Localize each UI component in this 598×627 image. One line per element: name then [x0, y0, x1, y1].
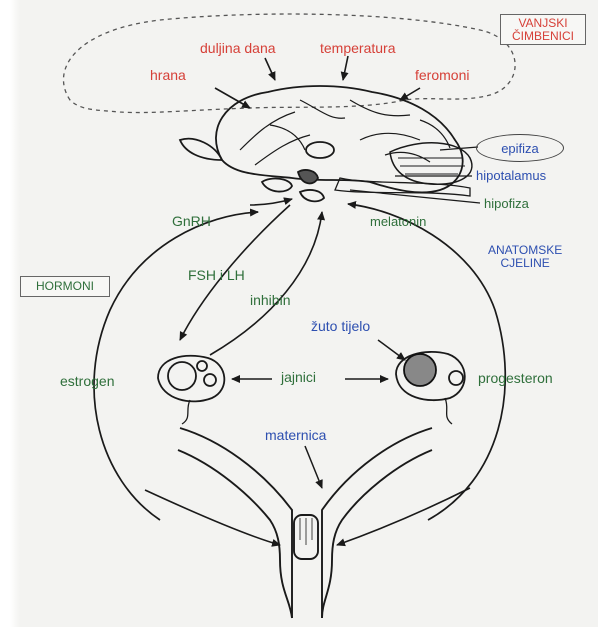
arrow-maternica: [305, 446, 322, 488]
arrow-inhibin: [210, 212, 322, 355]
arrow-zuto-tijelo: [378, 340, 405, 360]
vanjski-line1: VANJSKI: [505, 17, 581, 30]
external-factors-cloud: [63, 14, 515, 113]
label-hipotalamus: hipotalamus: [476, 169, 546, 182]
label-epifiza: epifiza: [476, 134, 564, 162]
label-hrana: hrana: [150, 68, 186, 82]
arrow-temperatura: [343, 56, 348, 80]
right-ovary: [396, 352, 465, 424]
anatomske-line1: ANATOMSKE: [488, 244, 562, 257]
label-estrogen: estrogen: [60, 374, 114, 388]
label-inhibin: inhibin: [250, 293, 290, 307]
arrow-uterus-right: [337, 488, 470, 545]
label-anatomske-cjeline: ANATOMSKE CJELINE: [488, 244, 562, 269]
brain-illustration: [180, 86, 472, 201]
arrow-duljina-dana: [265, 58, 275, 80]
label-maternica: maternica: [265, 428, 326, 442]
arrow-uterus-left: [145, 490, 280, 545]
loop-estrogen: [94, 212, 258, 520]
hormoni-box: HORMONI: [20, 276, 110, 297]
left-ovary: [158, 356, 224, 424]
label-fsh-lh: FSH i LH: [188, 268, 245, 282]
label-zuto-tijelo: žuto tijelo: [311, 319, 370, 333]
arrow-gnrh: [250, 199, 292, 205]
label-duljina-dana: duljina dana: [200, 41, 276, 55]
label-gnrh: GnRH: [172, 214, 211, 228]
vanjski-line2: ČIMBENICI: [505, 30, 581, 43]
label-temperatura: temperatura: [320, 41, 395, 55]
label-melatonin: melatonin: [370, 215, 426, 228]
vanjski-cimbenici-box: VANJSKI ČIMBENICI: [500, 14, 586, 45]
anatomske-line2: CJELINE: [488, 257, 562, 270]
label-progesteron: progesteron: [478, 371, 553, 385]
label-jajnici: jajnici: [281, 370, 316, 384]
label-hipofiza: hipofiza: [484, 197, 529, 210]
label-feromoni: feromoni: [415, 68, 469, 82]
